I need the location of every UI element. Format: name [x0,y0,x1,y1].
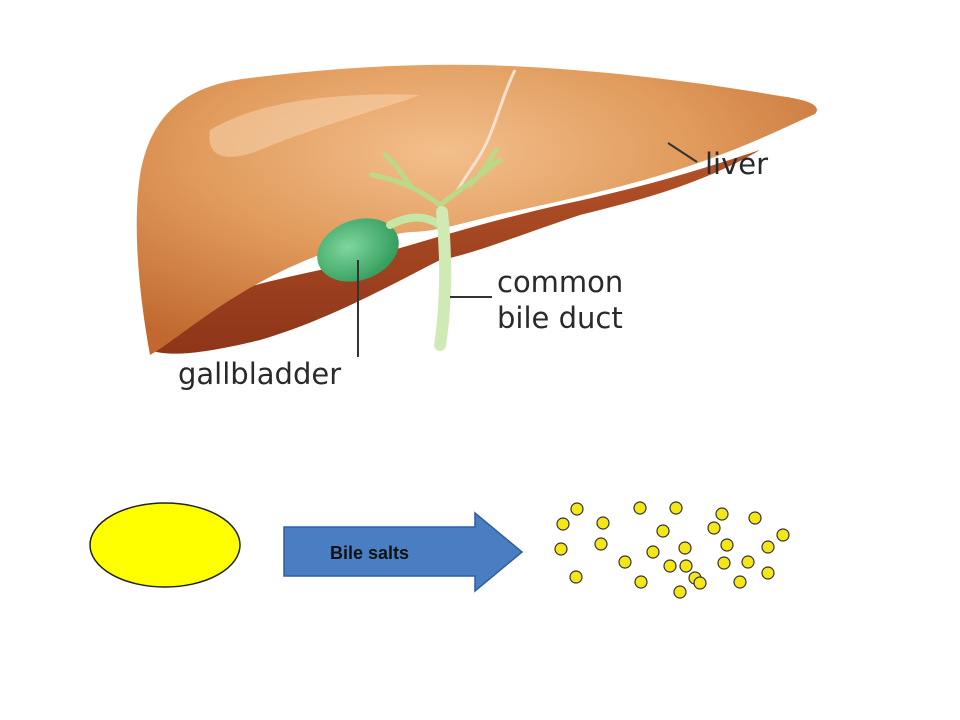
bile-salts-arrow [283,511,524,593]
liver-illustration: liver common bile duct gallbladder [136,64,817,391]
fat-droplets [554,501,790,599]
fat-droplet [663,559,677,573]
hepatic-ducts [369,147,503,208]
fat-droplet [693,576,707,590]
liver-label: liver [705,147,768,181]
fat-droplet [720,538,734,552]
fat-droplet [656,524,670,538]
bile-salts-label: Bile salts [330,543,409,563]
fat-droplet [707,521,721,535]
falciform-ligament [453,69,517,196]
fat-droplet [679,559,693,573]
fat-droplet [556,517,570,531]
fat-droplet [669,501,683,515]
fat-droplet [761,566,775,580]
liver-pointer-line [667,142,698,163]
fat-droplet [715,507,729,521]
fat-droplet [741,555,755,569]
common-bile-duct-label-line2: bile duct [497,301,623,335]
fat-droplet [618,555,632,569]
fat-droplet [634,575,648,589]
liver-highlight [209,94,420,157]
fat-droplet [554,542,568,556]
common-bile-duct-organ [434,206,452,351]
fat-droplet [646,545,660,559]
fat-droplet [569,570,583,584]
fat-droplet [596,516,610,530]
fat-droplet [761,540,775,554]
fat-droplet [717,556,731,570]
cystic-duct [386,213,444,229]
liver-inferior-surface [150,150,760,354]
fat-droplet [673,585,687,599]
fat-droplet [748,511,762,525]
fat-droplet [594,537,608,551]
fat-droplet [633,501,647,515]
fat-globule [89,502,241,588]
fat-droplet [733,575,747,589]
emulsification-diagram: Bile salts [89,501,790,599]
liver-body [136,64,817,356]
fat-droplet [678,541,692,555]
fat-droplet [570,502,584,516]
gallbladder-organ [317,218,399,282]
gallbladder-label: gallbladder [178,357,341,391]
fat-droplet [776,528,790,542]
common-bile-duct-label-line1: common [497,265,623,299]
